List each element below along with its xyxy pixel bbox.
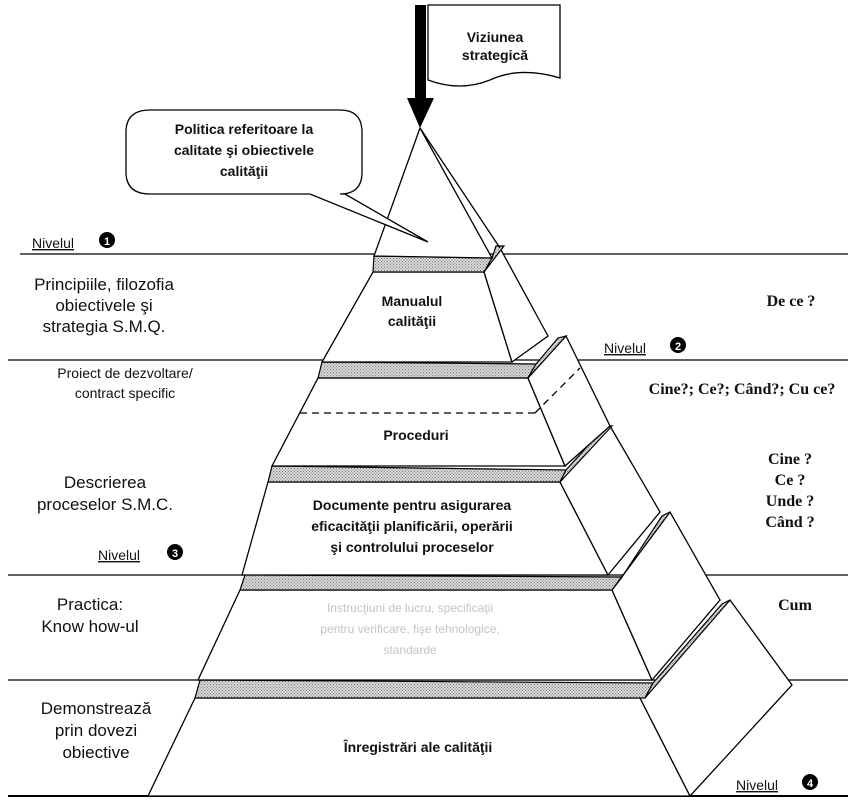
description-line-1: Descrierea bbox=[64, 473, 147, 492]
principles-line-3: strategia S.M.Q. bbox=[43, 317, 166, 336]
callout-text-2: calitate şi obiectivele bbox=[174, 142, 314, 158]
practice-line-1: Practica: bbox=[57, 595, 123, 614]
tier-procedures-side-slab bbox=[527, 334, 568, 379]
pyramid-apex bbox=[373, 126, 494, 259]
documents-line-1: Documente pentru asigurarea bbox=[313, 497, 512, 513]
manual-line-2: calităţii bbox=[388, 313, 436, 329]
level-1-label: Nivelul bbox=[32, 235, 74, 251]
project-line-2: contract specific bbox=[75, 385, 175, 401]
tier-practice-side-slab bbox=[611, 511, 671, 591]
policy-callout bbox=[125, 109, 429, 243]
level-3-label: Nivelul bbox=[98, 547, 140, 563]
level-2-marker: Nivelul 2 bbox=[604, 337, 686, 356]
vision-arrow-head bbox=[407, 98, 434, 128]
level-4-number: 4 bbox=[807, 778, 814, 790]
question-why: De ce ? bbox=[767, 293, 816, 310]
tier-manual-side-slab bbox=[483, 245, 506, 273]
tier-manual-slab bbox=[372, 255, 494, 273]
documents-line-2: eficacităţii planificării, operării bbox=[311, 518, 513, 534]
callout-text-1: Politica referitoare la bbox=[175, 121, 314, 137]
vision-arrow-shaft bbox=[415, 5, 426, 101]
apex-side-edge bbox=[419, 127, 501, 249]
principles-line-1: Principiile, filozofia bbox=[34, 275, 174, 294]
tier-practice-slab bbox=[239, 574, 624, 591]
level-2-label: Nivelul bbox=[604, 340, 646, 356]
principles-line-2: obiectivele şi bbox=[55, 296, 152, 315]
practice-faint-line-2: pentru verificare, fişe tehnologice, bbox=[320, 622, 499, 636]
project-line-1: Proiect de dezvoltare/ bbox=[57, 365, 193, 381]
project-dashed-diagonal bbox=[534, 367, 581, 414]
level-3-number: 3 bbox=[172, 548, 178, 560]
question-how: Cum bbox=[778, 597, 812, 614]
level-4-label: Nivelul bbox=[736, 777, 778, 793]
demonstrates-line-3: obiective bbox=[62, 743, 129, 762]
description-line-2: proceselor S.M.C. bbox=[37, 495, 173, 514]
question-who: Cine ? bbox=[768, 451, 812, 468]
callout-text-3: calităţii bbox=[220, 163, 268, 179]
level-1-number: 1 bbox=[104, 236, 110, 248]
question-when: Când ? bbox=[765, 514, 814, 531]
level-3-marker: Nivelul 3 bbox=[98, 544, 183, 563]
records-label: Înregistrări ale calităţii bbox=[343, 738, 493, 755]
question-where: Unde ? bbox=[766, 493, 814, 510]
tier-records-side-slab bbox=[644, 599, 731, 699]
tier-procedures-front bbox=[270, 377, 566, 467]
procedures-label: Proceduri bbox=[383, 427, 448, 443]
demonstrates-line-2: prin dovezi bbox=[55, 721, 137, 740]
level-2-number: 2 bbox=[675, 341, 681, 353]
vision-text-2: strategică bbox=[462, 47, 528, 63]
practice-line-2: Know how-ul bbox=[41, 617, 138, 636]
tier-procedures-slab bbox=[317, 361, 538, 379]
question-who-what: Cine?; Ce?; Când?; Cu ce? bbox=[649, 381, 836, 398]
practice-faint-line-3: standarde bbox=[383, 643, 437, 657]
tier-documents-slab bbox=[267, 465, 567, 483]
level-4-marker: Nivelul 4 bbox=[736, 774, 818, 793]
manual-line-1: Manualul bbox=[382, 293, 443, 309]
practice-faint-line-1: Instrucţiuni de lucru, specificaţii bbox=[327, 601, 493, 615]
vision-flag bbox=[427, 4, 561, 87]
question-what: Ce ? bbox=[775, 472, 806, 489]
documents-line-3: şi controlului proceselor bbox=[330, 539, 494, 555]
vision-text-1: Viziunea bbox=[467, 29, 524, 45]
demonstrates-line-1: Demonstrează bbox=[41, 699, 152, 718]
level-1-marker: Nivelul 1 bbox=[32, 232, 115, 251]
tier-records-slab bbox=[194, 679, 654, 699]
